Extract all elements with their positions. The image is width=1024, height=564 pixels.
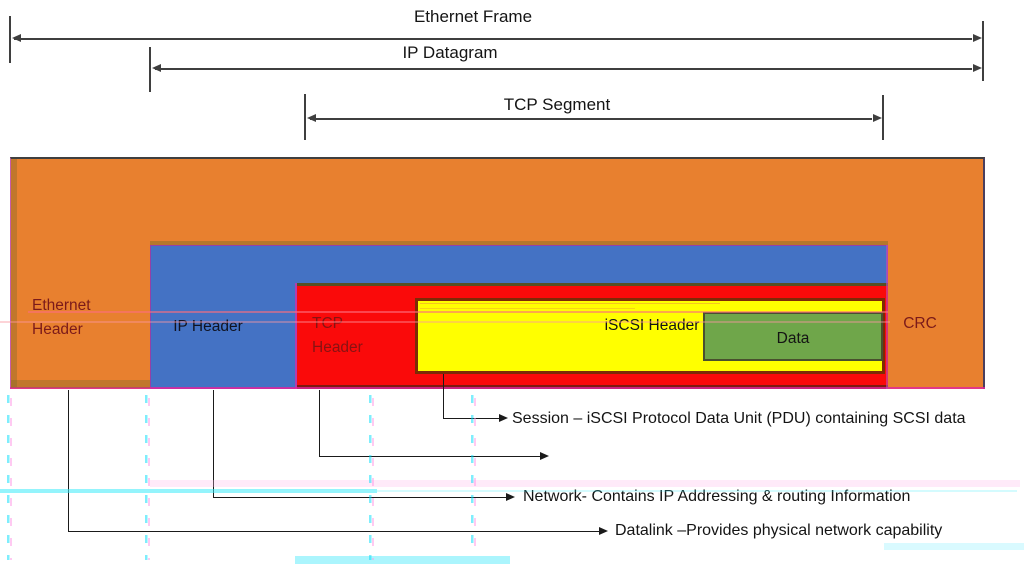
annotation-arrowhead-icon [499,413,508,422]
span-end-tick [149,47,151,92]
datalink-annotation-label: Datalink –Provides physical network capa… [615,522,943,539]
arrowhead-right-icon [873,114,882,122]
ethernet-frame-span-label: Ethernet Frame [413,7,533,26]
ethernet-header-label: Ethernet Header [32,297,91,338]
annotation-arrowhead-icon [540,451,549,460]
arrowhead-left-icon [307,114,316,122]
tcp-segment-span-line [310,118,872,120]
tcp-segment-span-label: TCP Segment [503,95,611,114]
span-end-tick [9,16,11,63]
ip-datagram-span-line [155,68,972,70]
span-end-tick [882,95,884,140]
iscsi-header-label: iSCSI Header [604,317,700,334]
transport-annotation-line [319,390,542,457]
network-annotation-label: Network- Contains IP Addressing & routin… [523,488,911,505]
data-label: Data [776,330,810,347]
ethernet-frame-span-line [14,38,972,40]
arrowhead-left-icon [152,64,161,72]
ip-datagram-span-label: IP Datagram [402,43,498,62]
annotation-arrowhead-icon [506,492,515,501]
crc-label: CRC [903,315,937,332]
datalink-annotation-line [68,390,601,532]
annotation-arrowhead-icon [599,526,608,535]
tcp-header-label: TCP Header [312,315,363,356]
render-artifact [7,395,12,560]
arrowhead-left-icon [12,34,21,42]
session-annotation-label: Session – iSCSI Protocol Data Unit (PDU)… [512,410,966,427]
render-artifact [295,556,510,564]
ip-header-label: IP Header [173,318,243,335]
arrowhead-right-icon [973,34,982,42]
render-artifact [884,543,1024,550]
span-end-tick [304,94,306,140]
span-end-tick [982,21,984,81]
data-box [703,312,883,361]
arrowhead-right-icon [973,64,982,72]
network-annotation-line [213,390,508,498]
